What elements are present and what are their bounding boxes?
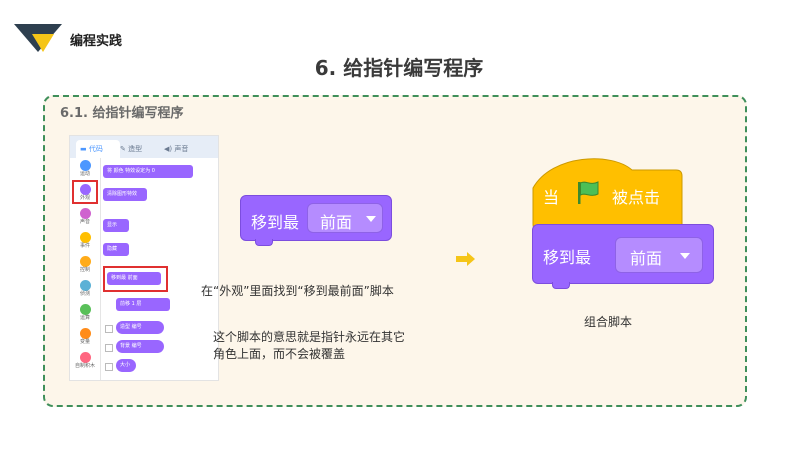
editor-tabs: ▬ 代码 ✎ 造型 ◀) 声音 xyxy=(70,136,218,158)
category-motion[interactable]: 运动 xyxy=(70,158,100,184)
caption-find: 在“外观”里面找到“移到最前面”脚本 xyxy=(201,284,394,298)
tab-costumes[interactable]: ✎ 造型 xyxy=(120,145,143,153)
palette-block-clear-effects[interactable]: 清除图形特效 xyxy=(103,188,147,201)
category-control[interactable]: 控制 xyxy=(70,254,100,280)
block-label: 移到最 xyxy=(251,213,300,232)
brand: 编程实践 xyxy=(14,20,154,60)
reporter-costume-number[interactable]: 造型 编号 xyxy=(116,321,164,334)
monitor-checkbox[interactable] xyxy=(105,325,113,333)
reporter-backdrop-number[interactable]: 背景 编号 xyxy=(116,340,164,353)
brand-name: 编程实践 xyxy=(70,34,123,49)
palette-block-set-effect[interactable]: 将 颜色 特效设定为 0 xyxy=(103,165,193,178)
hat-when-label: 当 xyxy=(543,188,560,207)
chevron-down-icon xyxy=(366,216,376,222)
palette-block-go-forward-layers[interactable]: 前移 1 层 xyxy=(116,298,170,311)
go-to-front-block[interactable]: 移到最 前面 xyxy=(240,195,392,241)
looks-category-highlight xyxy=(72,180,98,204)
caption-combined: 组合脚本 xyxy=(584,315,633,329)
layer-dropdown[interactable]: 前面 xyxy=(307,203,383,233)
category-list: 运动 外观 声音 事件 控制 侦测 运算 变量 自制积木 xyxy=(70,158,101,380)
caption-meaning-line1: 这个脚本的意思就是指针永远在其它 xyxy=(213,330,406,344)
right-arrow-icon xyxy=(456,252,475,266)
section-title: 6.1. 给指针编写程序 xyxy=(60,106,184,121)
triangle-logo-icon xyxy=(14,24,62,52)
green-flag-icon xyxy=(578,181,599,204)
monitor-checkbox[interactable] xyxy=(105,363,113,371)
block-notch xyxy=(255,239,273,246)
hat-clicked-label: 被点击 xyxy=(612,188,661,207)
brush-icon: ✎ xyxy=(120,145,129,153)
category-variables[interactable]: 变量 xyxy=(70,326,100,352)
tab-sounds[interactable]: ◀) 声音 xyxy=(164,145,189,153)
go-to-front-block-combined[interactable]: 移到最 前面 xyxy=(532,224,714,284)
monitor-checkbox[interactable] xyxy=(105,344,113,352)
palette-block-show[interactable]: 显示 xyxy=(103,219,129,232)
category-sound[interactable]: 声音 xyxy=(70,206,100,232)
reporter-size[interactable]: 大小 xyxy=(116,359,136,372)
layer-dropdown[interactable]: 前面 xyxy=(615,237,703,273)
category-operators[interactable]: 运算 xyxy=(70,302,100,328)
block-label: 移到最 xyxy=(543,248,592,267)
category-events[interactable]: 事件 xyxy=(70,230,100,256)
page-title: 6. 给指针编写程序 xyxy=(314,56,484,80)
category-my-blocks[interactable]: 自制积木 xyxy=(70,350,100,376)
palette-block-hide[interactable]: 隐藏 xyxy=(103,243,129,256)
chevron-down-icon xyxy=(680,253,690,259)
category-sensing[interactable]: 侦测 xyxy=(70,278,100,304)
tab-code[interactable]: ▬ 代码 xyxy=(76,140,120,158)
go-to-front-highlight xyxy=(103,266,168,292)
palette-block-go-to-front[interactable]: 移到最 前面 xyxy=(107,272,161,285)
speaker-icon: ◀) xyxy=(164,145,175,153)
code-icon: ▬ xyxy=(80,145,89,153)
caption-meaning-line2: 角色上面，而不会被覆盖 xyxy=(213,347,346,361)
block-notch xyxy=(552,282,570,289)
category-looks[interactable]: 外观 xyxy=(70,182,100,208)
